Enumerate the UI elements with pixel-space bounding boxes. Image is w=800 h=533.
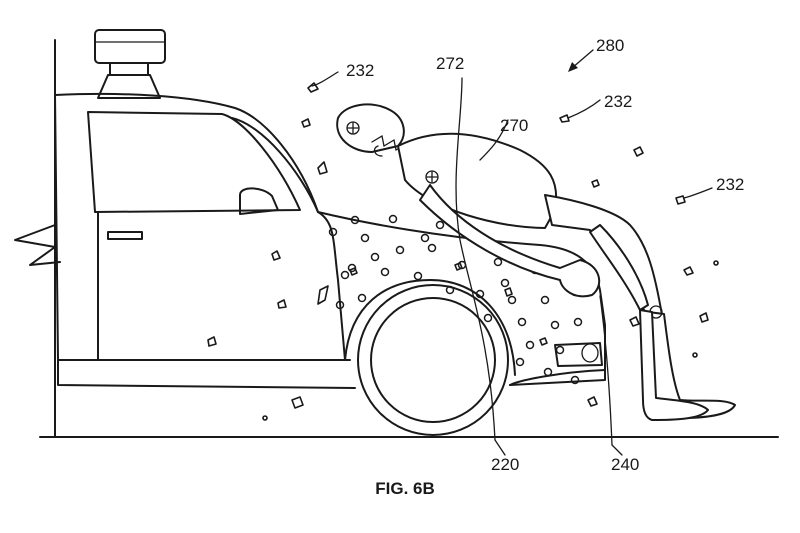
label-220: 220	[491, 455, 519, 474]
label-232-c: 232	[716, 175, 744, 194]
pedestrian-dummy	[336, 103, 736, 421]
adhesive-dots	[328, 214, 583, 385]
arrow-280	[568, 49, 594, 72]
break-mark	[14, 224, 61, 266]
figure-caption: FIG. 6B	[375, 479, 435, 498]
vehicle-body	[54, 92, 606, 436]
roof-sensor	[94, 29, 166, 99]
leader-lines	[311, 71, 713, 456]
label-272: 272	[436, 54, 464, 73]
label-232-a: 232	[346, 61, 374, 80]
label-240: 240	[611, 455, 639, 474]
label-280: 280	[596, 36, 624, 55]
debris-fragments	[207, 82, 719, 421]
label-270: 270	[500, 116, 528, 135]
label-232-b: 232	[604, 92, 632, 111]
